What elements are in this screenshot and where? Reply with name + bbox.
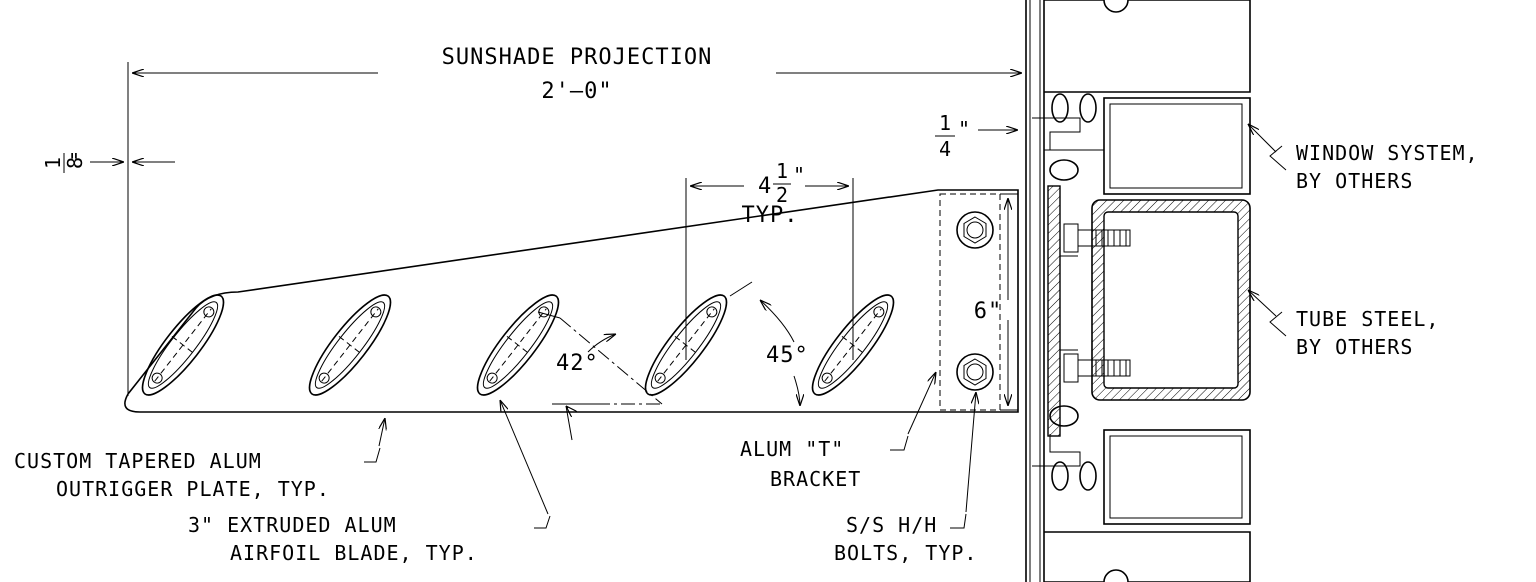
- window-system-line2: BY OTHERS: [1296, 169, 1413, 193]
- airfoil-blade-4: [644, 294, 728, 396]
- outrigger-line1: CUSTOM TAPERED ALUM: [14, 449, 262, 473]
- spacing-den: 2: [776, 183, 788, 207]
- projection-label: SUNSHADE PROJECTION: [442, 45, 713, 70]
- airfoil-blade-3: [476, 294, 560, 396]
- angle-45-dimension: 45°: [729, 281, 809, 406]
- spacing-num: 1: [776, 159, 788, 183]
- projection-value: 2'–0": [541, 79, 612, 104]
- quarter-num: 1: [939, 111, 951, 135]
- quarter-unit: ": [958, 117, 970, 141]
- airfoil-blades: [141, 294, 895, 396]
- tube-steel-callout: TUBE STEEL, BY OTHERS: [1248, 290, 1439, 359]
- eighth-unit: ": [68, 149, 80, 173]
- tube-steel-line2: BY OTHERS: [1296, 335, 1413, 359]
- wall-assembly: [1025, 0, 1251, 582]
- bolts-line1: S/S H/H: [846, 513, 937, 537]
- spacing-typ: TYP.: [742, 203, 799, 228]
- airfoil-blade-1: [141, 294, 225, 396]
- outrigger-line2: OUTRIGGER PLATE, TYP.: [56, 477, 330, 501]
- window-system-callout: WINDOW SYSTEM, BY OTHERS: [1248, 124, 1479, 193]
- airfoil-line2: AIRFOIL BLADE, TYP.: [230, 541, 478, 565]
- airfoil-blade-callout: 3" EXTRUDED ALUM AIRFOIL BLADE, TYP.: [188, 400, 551, 565]
- spacing-unit: ": [793, 163, 805, 187]
- tube-steel-line1: TUBE STEEL,: [1296, 307, 1439, 331]
- blade-spacing-dimension: 4 1 2 " TYP.: [685, 159, 854, 360]
- bracket-height-dimension: 6": [974, 198, 1008, 406]
- anchor-bolt-lower: [1063, 353, 1131, 383]
- t-bracket: [939, 193, 1018, 411]
- t-bracket-callout: ALUM "T" BRACKET: [740, 372, 936, 491]
- bolt-upper: [956, 211, 994, 249]
- angle-42-dimension: 42°: [537, 311, 664, 441]
- bolts-line2: BOLTS, TYP.: [834, 541, 977, 565]
- t-bracket-line2: BRACKET: [770, 467, 861, 491]
- t-bracket-line1: ALUM "T": [740, 437, 844, 461]
- angle-42-label: 42°: [556, 351, 599, 376]
- eighth-num: 1: [41, 157, 65, 169]
- angle-45-label: 45°: [766, 343, 809, 368]
- clearance-quarter-dimension: 1 4 ": [935, 111, 1018, 161]
- airfoil-blade-2: [308, 294, 392, 396]
- spacing-whole: 4: [758, 174, 772, 199]
- outrigger-plate: [124, 189, 1019, 413]
- quarter-den: 4: [939, 137, 951, 161]
- bolts-callout: S/S H/H BOLTS, TYP.: [834, 392, 977, 565]
- bracket-height-label: 6": [974, 299, 1003, 324]
- airfoil-blade-5: [811, 294, 895, 396]
- projection-dimension: SUNSHADE PROJECTION 2'–0": [127, 45, 1022, 396]
- bolt-lower: [956, 353, 994, 391]
- airfoil-line1: 3" EXTRUDED ALUM: [188, 513, 397, 537]
- window-system-line1: WINDOW SYSTEM,: [1296, 141, 1479, 165]
- eighth-den: 8: [63, 157, 87, 169]
- anchor-bolt-upper: [1063, 223, 1131, 253]
- outrigger-plate-callout: CUSTOM TAPERED ALUM OUTRIGGER PLATE, TYP…: [14, 418, 385, 501]
- clearance-eighth-dimension: 1 8 ": [41, 149, 175, 173]
